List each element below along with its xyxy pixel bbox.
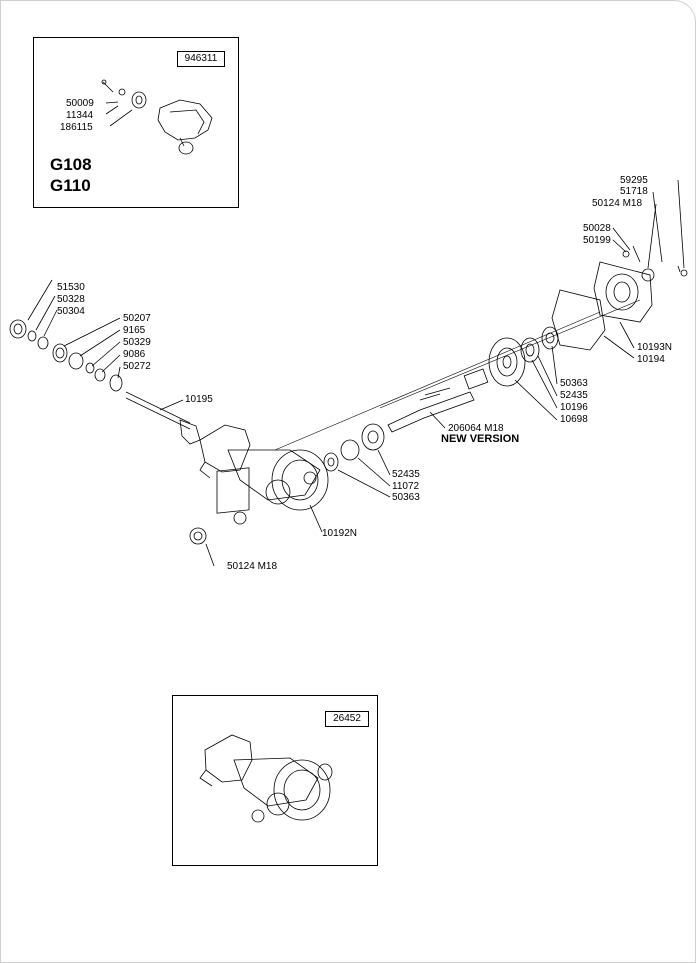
model-label-g108: G108: [50, 155, 92, 174]
inset-label-50009: 50009: [66, 98, 94, 109]
part-label-50207: 50207: [123, 313, 151, 324]
inset-bottom-assembly-drawing: [199, 734, 333, 823]
bevel-gear-drawing: [488, 326, 559, 421]
part-label-52435-right: 52435: [560, 390, 588, 401]
part-label-50328: 50328: [57, 294, 85, 305]
part-label-51718: 51718: [620, 186, 648, 197]
part-label-50363-mid: 50363: [392, 492, 420, 503]
part-label-50363-right: 50363: [560, 378, 588, 389]
inset-bottom-ref: 26452: [325, 711, 369, 727]
part-label-59295: 59295: [620, 175, 648, 186]
part-label-50124-top: 50124 M18: [592, 198, 643, 209]
part-label-51530: 51530: [57, 282, 85, 293]
model-label-g110: G110: [50, 176, 91, 195]
part-label-206064: 206064 M18: [448, 423, 504, 434]
cover-gasket-drawing: [551, 179, 688, 359]
part-label-10194: 10194: [637, 354, 665, 365]
part-label-50028: 50028: [583, 223, 611, 234]
inset-label-11344: 11344: [66, 110, 94, 121]
part-label-10192N: 10192N: [322, 528, 358, 539]
inset-top-housing-drawing: [101, 79, 213, 155]
middle-bearings-drawing: [323, 423, 391, 498]
part-label-10195: 10195: [185, 394, 213, 405]
part-label-10698: 10698: [560, 414, 588, 425]
part-label-50124-bottom: 50124 M18: [227, 561, 278, 572]
part-label-10193N: 10193N: [637, 342, 673, 353]
new-version-label: NEW VERSION: [441, 433, 520, 445]
inset-top-ref: 946311: [177, 51, 225, 67]
left-bearing-stack-drawing: [9, 279, 201, 445]
inset-label-186115: 186115: [60, 122, 93, 133]
assembly-axis-line: [274, 311, 601, 451]
main-housing-drawing: [189, 424, 329, 567]
part-label-50199: 50199: [583, 235, 611, 246]
part-label-50304: 50304: [57, 306, 85, 317]
part-label-11072: 11072: [392, 481, 420, 492]
part-label-50272: 50272: [123, 361, 151, 372]
part-label-50329: 50329: [123, 337, 151, 348]
part-label-9086: 9086: [123, 349, 146, 360]
part-label-9165: 9165: [123, 325, 146, 336]
inset-box-top: 946311 G108 G110 50009 11344 186115: [33, 37, 239, 208]
output-shaft-drawing: [387, 368, 489, 433]
part-label-52435-mid: 52435: [392, 469, 420, 480]
part-label-10196: 10196: [560, 402, 588, 413]
